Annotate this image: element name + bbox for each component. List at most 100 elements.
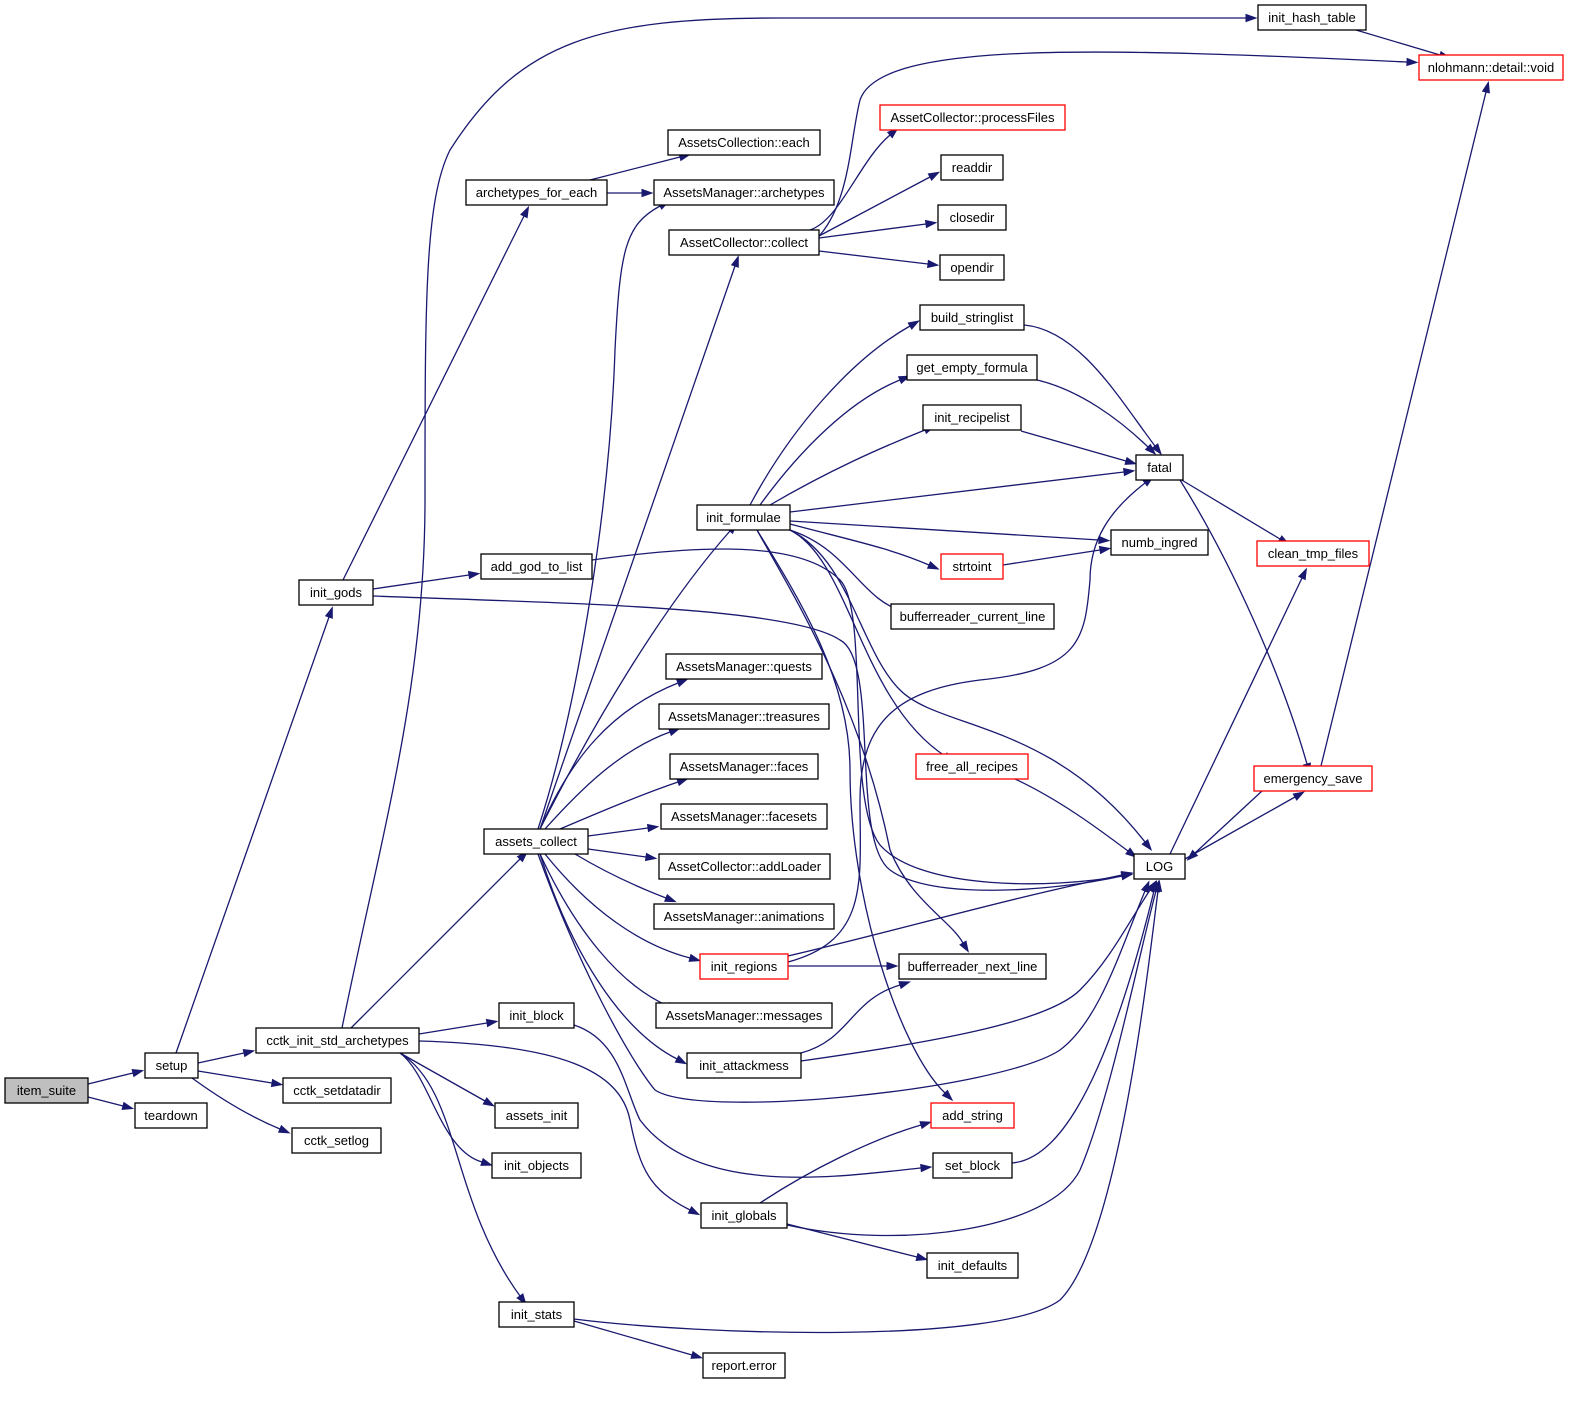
arrowhead-icon — [927, 259, 940, 269]
node-bufferreader-next-line[interactable]: bufferreader_next_line — [898, 953, 1047, 980]
node-box — [696, 504, 791, 531]
arrowhead-icon — [1297, 567, 1307, 581]
node-get-empty-formula[interactable]: get_empty_formula — [906, 354, 1038, 381]
node-assetcollector-addloader[interactable]: AssetCollector::addLoader — [658, 853, 831, 880]
arrowhead-icon — [688, 953, 702, 962]
edge-log-to-clean-tmp-files — [1169, 567, 1307, 855]
arrowhead-icon — [1124, 456, 1138, 465]
node-label: init_hash_table — [1268, 10, 1355, 25]
node-nlohmann-detail-void[interactable]: nlohmann::detail::void — [1418, 54, 1564, 81]
arrowhead-icon — [1144, 443, 1157, 455]
node-assetsmanager-faces[interactable]: AssetsManager::faces — [669, 753, 819, 780]
node-init-attackmess[interactable]: init_attackmess — [686, 1052, 802, 1079]
node-add-string[interactable]: add_string — [930, 1102, 1015, 1129]
node-assetsmanager-facesets[interactable]: AssetsManager::facesets — [660, 803, 828, 830]
node-fatal[interactable]: fatal — [1135, 454, 1184, 481]
node-label: cctk_setdatadir — [293, 1083, 381, 1098]
node-init-objects[interactable]: init_objects — [491, 1152, 582, 1179]
node-box — [291, 1127, 382, 1154]
arrowhead-icon — [277, 1124, 291, 1134]
node-box — [940, 154, 1004, 181]
node-init-formulae[interactable]: init_formulae — [696, 504, 791, 531]
node-box — [667, 129, 821, 156]
arrowhead-icon — [886, 961, 899, 971]
node-add-god-to-list[interactable]: add_god_to_list — [480, 553, 593, 580]
arrowhead-icon — [1153, 879, 1163, 893]
node-label: strtoint — [952, 559, 991, 574]
edge-init-block-to-set-block — [573, 1024, 933, 1178]
node-init-globals[interactable]: init_globals — [700, 1202, 788, 1229]
edge-cctk-init-std-archetypes-to-init-hash-table — [341, 13, 1258, 1029]
arrowhead-icon — [915, 1252, 929, 1261]
node-opendir[interactable]: opendir — [939, 254, 1005, 281]
node-init-regions[interactable]: init_regions — [699, 953, 789, 980]
node-clean-tmp-files[interactable]: clean_tmp_files — [1256, 540, 1370, 567]
node-init-gods[interactable]: init_gods — [298, 579, 374, 606]
arrowhead-icon — [1141, 839, 1153, 852]
node-assets-init[interactable]: assets_init — [494, 1102, 579, 1129]
node-archetypes-for-each[interactable]: archetypes_for_each — [465, 179, 608, 206]
node-box — [144, 1052, 199, 1079]
node-readdir[interactable]: readdir — [940, 154, 1004, 181]
node-report-error[interactable]: report.error — [702, 1352, 786, 1379]
node-assetsmanager-treasures[interactable]: AssetsManager::treasures — [658, 703, 830, 730]
node-box — [665, 653, 823, 680]
node-box — [1418, 54, 1564, 81]
node-assetsmanager-animations[interactable]: AssetsManager::animations — [653, 903, 835, 930]
node-cctk-setlog[interactable]: cctk_setlog — [291, 1127, 382, 1154]
node-init-defaults[interactable]: init_defaults — [926, 1252, 1019, 1279]
node-init-stats[interactable]: init_stats — [498, 1301, 575, 1328]
edge-assets-collect-to-assetcollector-collect — [539, 255, 739, 830]
arrowhead-icon — [690, 1350, 704, 1359]
node-bufferreader-current-line[interactable]: bufferreader_current_line — [890, 603, 1055, 630]
edge-init-stats-to-report-error — [573, 1320, 704, 1359]
node-numb-ingred[interactable]: numb_ingred — [1110, 529, 1209, 556]
node-label: closedir — [950, 210, 995, 225]
node-strtoint[interactable]: strtoint — [940, 553, 1004, 580]
arrowhead-icon — [687, 1206, 701, 1216]
edge-assetcollector-collect-to-readdir — [818, 171, 941, 237]
edge-setup-to-cctk-setdatadir — [197, 1070, 284, 1088]
node-setup[interactable]: setup — [144, 1052, 199, 1079]
edge-init-attackmess-to-bufferreader-next-line — [800, 981, 911, 1054]
node-box — [483, 828, 589, 855]
arrowhead-icon — [485, 1018, 499, 1028]
node-item-suite[interactable]: item_suite — [4, 1077, 89, 1104]
node-box — [932, 1152, 1013, 1179]
node-assetscollection-each[interactable]: AssetsCollection::each — [667, 129, 821, 156]
node-init-block[interactable]: init_block — [498, 1002, 575, 1029]
node-assetcollector-processfiles[interactable]: AssetCollector::processFiles — [879, 104, 1066, 131]
edge-set-block-to-log — [1011, 879, 1158, 1164]
node-assetsmanager-archetypes[interactable]: AssetsManager::archetypes — [653, 179, 835, 206]
node-emergency-save[interactable]: emergency_save — [1253, 765, 1373, 792]
node-init-hash-table[interactable]: init_hash_table — [1257, 4, 1367, 31]
node-log[interactable]: LOG — [1133, 853, 1186, 880]
node-label: teardown — [144, 1108, 197, 1123]
node-box — [660, 803, 828, 830]
node-set-block[interactable]: set_block — [932, 1152, 1013, 1179]
node-free-all-recipes[interactable]: free_all_recipes — [915, 753, 1029, 780]
node-closedir[interactable]: closedir — [937, 204, 1007, 231]
node-assetcollector-collect[interactable]: AssetCollector::collect — [668, 229, 820, 256]
node-box — [658, 703, 830, 730]
node-build-stringlist[interactable]: build_stringlist — [919, 304, 1025, 331]
edge-assets-collect-to-init-attackmess — [539, 853, 688, 1065]
node-box — [939, 254, 1005, 281]
arrowhead-icon — [324, 606, 333, 619]
node-assetsmanager-messages[interactable]: AssetsManager::messages — [655, 1002, 833, 1029]
node-assetsmanager-quests[interactable]: AssetsManager::quests — [665, 653, 823, 680]
node-label: init_stats — [511, 1307, 563, 1322]
arrowhead-icon — [664, 893, 677, 903]
node-box — [480, 553, 593, 580]
edge-init-formulae-to-get-empty-formula — [759, 375, 911, 506]
node-teardown[interactable]: teardown — [134, 1102, 208, 1129]
node-cctk-init-std-archetypes[interactable]: cctk_init_std_archetypes — [255, 1027, 420, 1054]
node-label: free_all_recipes — [926, 759, 1018, 774]
node-cctk-setdatadir[interactable]: cctk_setdatadir — [282, 1077, 392, 1104]
node-label: init_block — [509, 1008, 564, 1023]
node-assets-collect[interactable]: assets_collect — [483, 828, 589, 855]
edge-build-stringlist-to-fatal — [1023, 324, 1162, 456]
node-init-recipelist[interactable]: init_recipelist — [922, 404, 1022, 431]
edge-fatal-to-emergency-save — [1179, 479, 1311, 776]
node-box — [1256, 540, 1370, 567]
